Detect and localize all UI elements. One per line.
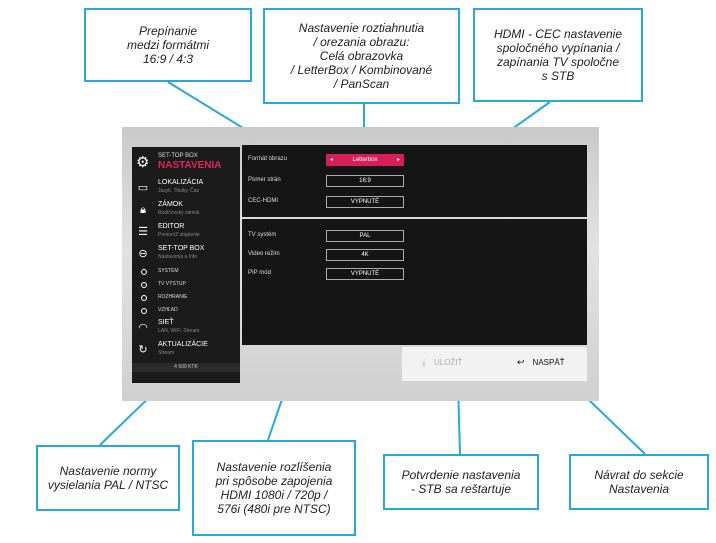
- sidebar: [132, 147, 240, 383]
- back-label: NASPÄŤ: [532, 358, 565, 367]
- brand-small: SET-TOP BOX: [158, 153, 198, 159]
- submenu-item-system[interactable]: SYSTÉM: [132, 265, 240, 278]
- gears-icon: ⚙: [136, 154, 150, 171]
- sidebar-item-label: SET-TOP BOX: [158, 245, 205, 252]
- download-icon: ⤓: [422, 357, 426, 367]
- submenu-item-tv-vystup[interactable]: TV VÝSTUP: [132, 278, 240, 291]
- cec-label: CEC-HDMI: [248, 198, 278, 204]
- pip-value: VYPNUTÉ: [350, 271, 380, 277]
- callout-back: Návrat do sekcie Nastavenia: [569, 454, 709, 510]
- brand-title: NASTAVENIA: [158, 160, 222, 171]
- submenu-item-label: ROZHRANIE: [158, 294, 188, 300]
- sidebar-item-sub: LAN, WiFi, Stream: [158, 328, 200, 334]
- submenu-item-label: SYSTÉM: [158, 268, 179, 274]
- format-select[interactable]: ◂ Letterbox ▸: [326, 154, 404, 166]
- sidebar-item-label: EDITOR: [158, 223, 185, 230]
- callout-stretch: Nastavenie roztiahnutia / orezania obraz…: [263, 8, 460, 104]
- arrow-left-icon[interactable]: ◂: [330, 157, 334, 163]
- sidebar-item-lokalizacia[interactable]: ▭ LOKALIZÁCIA Jazyk, Titulky, Čas: [132, 177, 240, 199]
- credit-balance: 4 500 KTK: [132, 363, 240, 372]
- sidebar-item-label: ZÁMOK: [158, 201, 183, 208]
- list-icon: ☰: [138, 226, 148, 238]
- back-button[interactable]: ↩ NASPÄŤ: [517, 357, 565, 368]
- submenu-item-vzhlad[interactable]: VZHĽAD: [132, 304, 240, 317]
- video-value: 4K: [361, 252, 369, 258]
- callout-format-switch: Prepínanie medzi formátmi 16:9 / 4:3: [84, 8, 252, 82]
- sidebar-item-label: AKTUALIZÁCIE: [158, 341, 208, 348]
- save-button[interactable]: ⤓ ULOŽIŤ: [422, 357, 462, 368]
- sidebar-menu: ▭ LOKALIZÁCIA Jazyk, Titulky, Čas 🔒︎ ZÁM…: [132, 177, 240, 361]
- video-label: Video režim: [248, 251, 280, 257]
- wifi-icon: ◠: [138, 322, 148, 334]
- action-bar: ⤓ ULOŽIŤ ↩ NASPÄŤ: [402, 347, 587, 381]
- stb-icon: ⊖: [138, 248, 148, 260]
- arrow-right-icon[interactable]: ▸: [396, 157, 400, 163]
- tvsystem-label: TV systém: [248, 232, 277, 238]
- sidebar-item-sub: Jazyk, Titulky, Čas: [158, 188, 200, 194]
- tvsystem-value: PAL: [359, 233, 371, 239]
- format-value: Letterbox: [352, 157, 378, 163]
- pip-label: PIP mód: [248, 270, 271, 276]
- sidebar-item-sub: Presun/Z stuplenie: [158, 232, 200, 238]
- submenu-item-rozhranie[interactable]: ROZHRANIE: [132, 291, 240, 304]
- callout-confirm: Potvrdenie nastavenia - STB sa reštartuj…: [383, 454, 539, 510]
- ratio-value: 16:9: [359, 178, 371, 184]
- tvsystem-select[interactable]: PAL: [326, 230, 404, 242]
- sidebar-item-sub: Nastavenia a Info: [158, 254, 197, 260]
- monitor-icon: ▭: [137, 182, 149, 194]
- sidebar-item-aktualizacie[interactable]: ↻ AKTUALIZÁCIE Stream: [132, 339, 240, 361]
- ratio-label: Pomer strán: [248, 177, 281, 183]
- bullet-icon: [141, 295, 147, 301]
- bullet-icon: [141, 308, 147, 314]
- stb-screen: ⚙ SET-TOP BOX NASTAVENIA ▭ LOKALIZÁCIA J…: [122, 127, 599, 401]
- sidebar-item-sub: Rodičovský zámok: [158, 210, 200, 216]
- format-label: Formát obrazu: [248, 156, 288, 162]
- sidebar-item-label: SIEŤ: [158, 319, 174, 326]
- cec-select[interactable]: VYPNUTÉ: [326, 196, 404, 208]
- sidebar-item-sub: Stream: [158, 350, 175, 356]
- update-icon: ↻: [138, 344, 148, 356]
- sidebar-item-set-top-box[interactable]: ⊖ SET-TOP BOX Nastavenia a Info: [132, 243, 240, 265]
- submenu-item-label: TV VÝSTUP: [158, 281, 186, 287]
- callout-resolution: Nastavenie rozlíšenia pri spôsobe zapoje…: [192, 440, 356, 536]
- bullet-icon: [141, 282, 147, 288]
- callout-tv-norm: Nastavenie normy vysielania PAL / NTSC: [36, 445, 180, 511]
- sidebar-item-editor[interactable]: ☰ EDITOR Presun/Z stuplenie: [132, 221, 240, 243]
- save-label: ULOŽIŤ: [433, 358, 463, 367]
- sidebar-item-label: LOKALIZÁCIA: [158, 179, 204, 186]
- return-icon: ↩: [517, 357, 525, 367]
- pip-select[interactable]: VYPNUTÉ: [326, 268, 404, 280]
- callout-hdmi-cec: HDMI - CEC nastavenie spoločného vypínan…: [473, 8, 643, 102]
- cec-value: VYPNUTÉ: [350, 199, 380, 205]
- bullet-icon: [141, 269, 147, 275]
- settings-panel-output: TV systém PAL Video režim 4K PIP mód VYP…: [242, 219, 587, 345]
- sidebar-item-siet[interactable]: ◠ SIEŤ LAN, WiFi, Stream: [132, 317, 240, 339]
- ratio-select[interactable]: 16:9: [326, 175, 404, 187]
- settings-panel-picture: Formát obrazu ◂ Letterbox ▸ Pomer strán …: [242, 145, 587, 217]
- submenu-item-label: VZHĽAD: [158, 307, 178, 313]
- lock-icon: 🔒︎: [140, 204, 146, 216]
- video-select[interactable]: 4K: [326, 249, 404, 261]
- sidebar-item-zamok[interactable]: 🔒︎ ZÁMOK Rodičovský zámok: [132, 199, 240, 221]
